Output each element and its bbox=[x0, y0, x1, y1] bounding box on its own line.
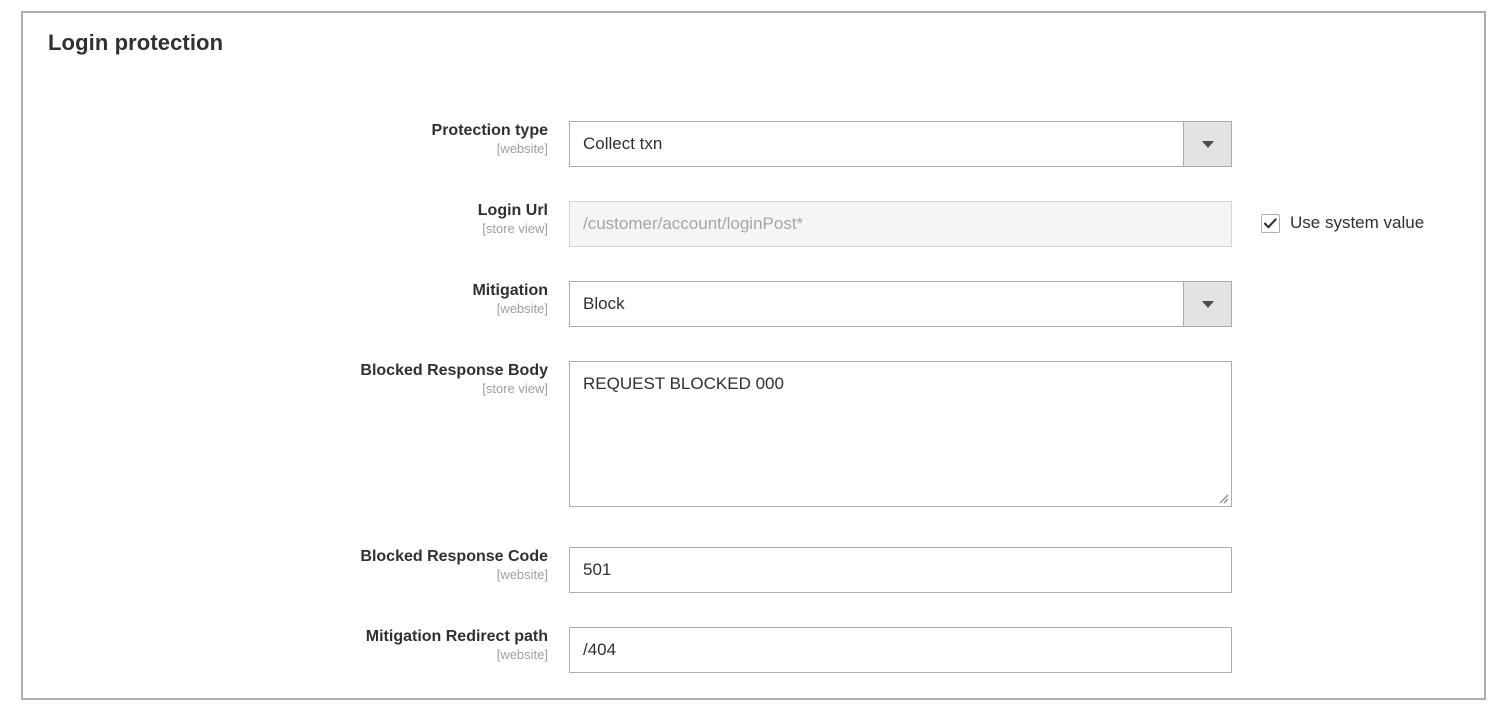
mitigation-select[interactable]: Block bbox=[569, 281, 1232, 327]
field-label-text: Blocked Response Body bbox=[360, 362, 548, 379]
field-scope-text: [store view] bbox=[482, 381, 548, 396]
mitigation-selected-value: Block bbox=[583, 294, 625, 313]
checkmark-icon bbox=[1263, 217, 1277, 228]
login-url-input bbox=[569, 201, 1232, 247]
mitigation-redirect-path-input[interactable] bbox=[569, 627, 1232, 673]
field-control-mitigation-redirect-path bbox=[569, 627, 1232, 673]
chevron-down-icon bbox=[1201, 141, 1214, 148]
field-label-login-url: Login Url [store view] bbox=[218, 201, 548, 237]
field-label-protection-type: Protection type [website] bbox=[218, 121, 548, 157]
field-scope-text: [website] bbox=[496, 301, 548, 316]
use-system-value-checkbox[interactable] bbox=[1261, 213, 1280, 233]
blocked-response-code-input[interactable] bbox=[569, 547, 1232, 593]
field-scope-text: [website] bbox=[496, 567, 548, 582]
page-title: Login protection bbox=[48, 30, 224, 55]
field-control-blocked-response-code bbox=[569, 547, 1232, 593]
use-system-value-label: Use system value bbox=[1290, 213, 1425, 232]
field-label-mitigation: Mitigation [website] bbox=[218, 281, 548, 317]
field-label-text: Blocked Response Code bbox=[360, 548, 548, 565]
field-label-blocked-response-body: Blocked Response Body [store view] bbox=[218, 361, 548, 397]
protection-type-dropdown-button[interactable] bbox=[1183, 122, 1231, 166]
login-protection-panel: Login protection Protection type [websit… bbox=[21, 11, 1486, 700]
field-scope-text: [website] bbox=[496, 647, 548, 662]
field-label-text: Protection type bbox=[431, 122, 548, 139]
field-label-text: Mitigation bbox=[472, 282, 548, 299]
mitigation-dropdown-button[interactable] bbox=[1183, 282, 1231, 326]
blocked-response-body-textarea[interactable] bbox=[569, 361, 1232, 507]
field-control-login-url bbox=[569, 201, 1232, 247]
field-label-text: Login Url bbox=[477, 202, 548, 219]
field-scope-text: [website] bbox=[496, 141, 548, 156]
field-control-blocked-response-body bbox=[569, 361, 1232, 507]
field-label-blocked-response-code: Blocked Response Code [website] bbox=[218, 547, 548, 583]
protection-type-select[interactable]: Collect txn bbox=[569, 121, 1232, 167]
field-control-protection-type: Collect txn bbox=[569, 121, 1232, 167]
protection-type-selected-value: Collect txn bbox=[583, 134, 663, 153]
chevron-down-icon bbox=[1201, 301, 1214, 308]
use-system-value-group[interactable]: Use system value bbox=[1261, 213, 1424, 233]
field-control-mitigation: Block bbox=[569, 281, 1232, 327]
field-label-text: Mitigation Redirect path bbox=[365, 628, 548, 645]
blocked-response-body-wrapper bbox=[569, 361, 1232, 507]
field-scope-text: [store view] bbox=[482, 221, 548, 236]
field-label-mitigation-redirect-path: Mitigation Redirect path [website] bbox=[218, 627, 548, 663]
